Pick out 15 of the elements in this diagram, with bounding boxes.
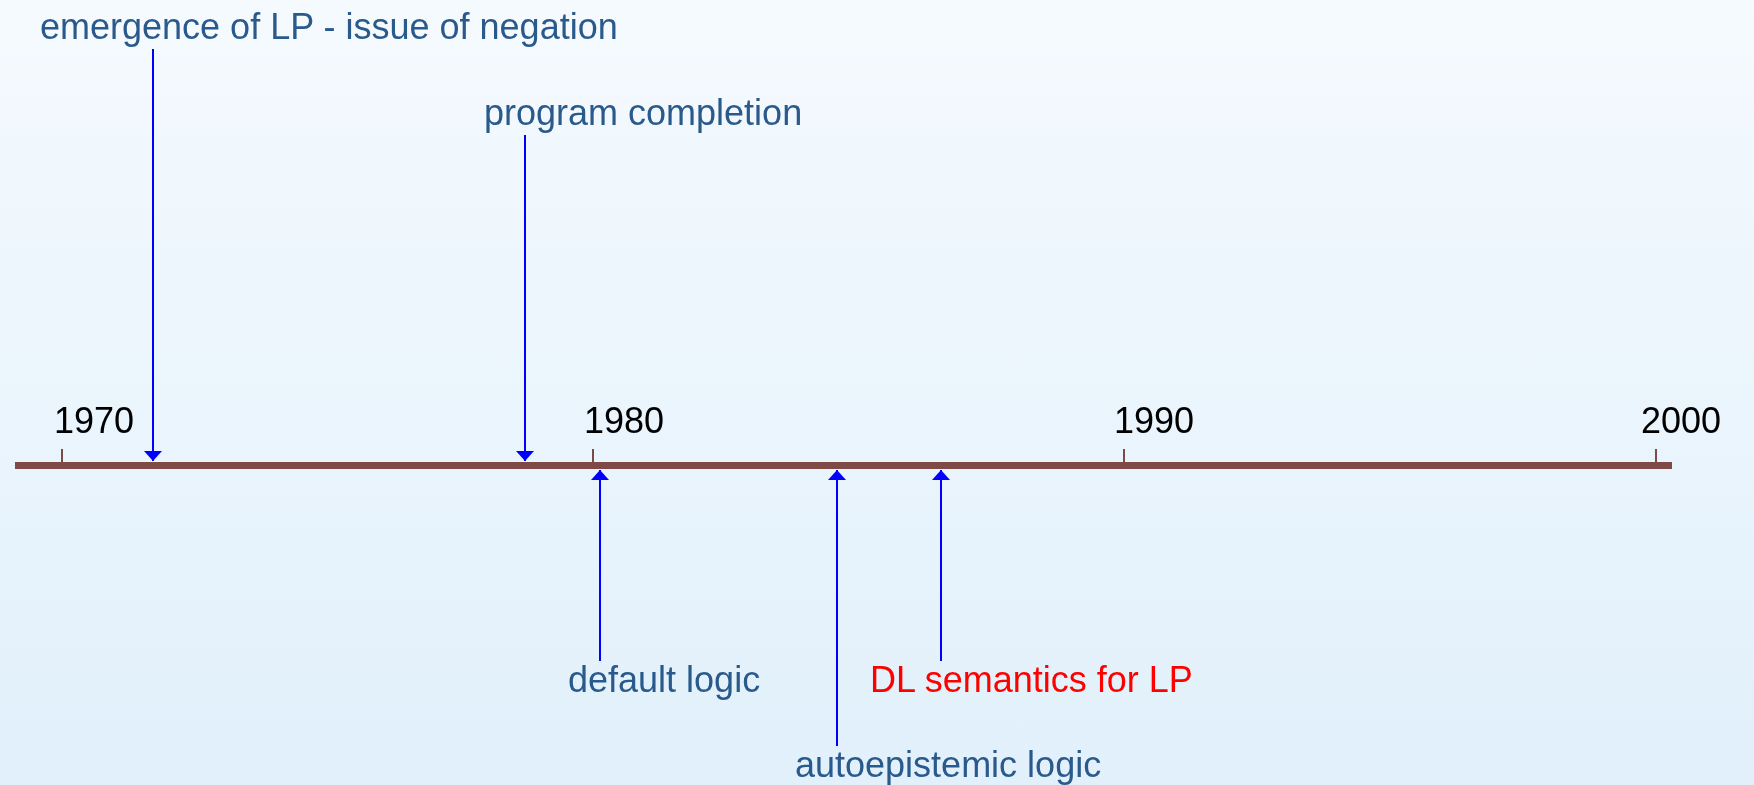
event-label: program completion [484, 92, 803, 133]
arrow [516, 134, 534, 462]
event-label: DL semantics for LP [870, 659, 1193, 700]
event-label: emergence of LP - issue of negation [40, 6, 618, 47]
year-label: 2000 [1641, 400, 1722, 441]
event-label: autoepistemic logic [795, 744, 1102, 785]
event-label: default logic [568, 659, 761, 700]
arrow [144, 48, 162, 462]
year-label: 1990 [1114, 400, 1195, 441]
timeline-bar [15, 462, 1672, 469]
year-label: 1970 [54, 400, 135, 441]
year-label: 1980 [584, 400, 665, 441]
arrow [828, 469, 846, 747]
arrow [932, 469, 950, 662]
arrow [591, 469, 609, 662]
